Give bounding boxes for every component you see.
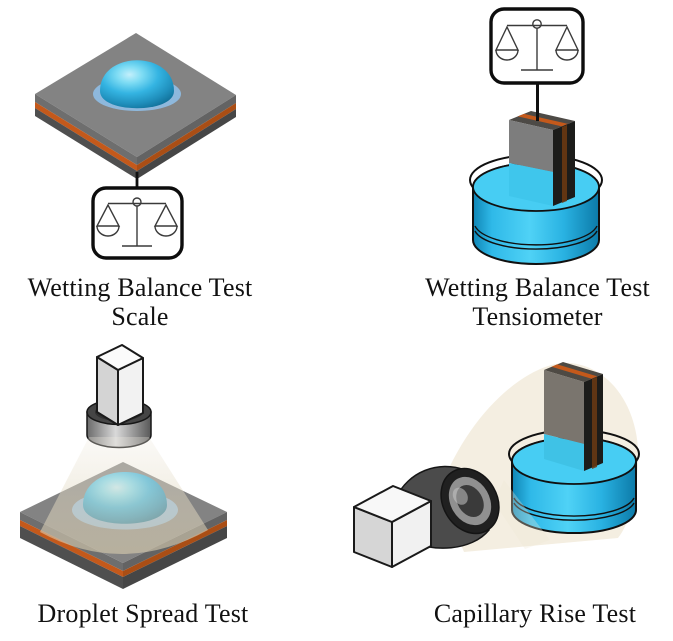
substrate-right-side — [137, 95, 236, 165]
caption-sublabel: Tensiometer — [472, 302, 603, 331]
lens-face — [440, 467, 500, 535]
balance-scale-icon — [489, 7, 585, 85]
droplet-dome — [100, 60, 174, 109]
wetting-balance-tensiometer-illustration — [469, 7, 603, 265]
caption-wetting-balance-scale: Wetting Balance Test Scale — [0, 273, 280, 331]
camera-body-top — [96, 344, 144, 371]
solder-droplet — [93, 60, 181, 111]
scale-right-pan — [153, 203, 179, 227]
solder-stripe-left — [35, 102, 137, 171]
balance-scale-icon — [91, 186, 184, 260]
caption-label: Wetting Balance Test — [27, 273, 253, 302]
plate-solder-stripe — [517, 113, 568, 127]
plate-front-face — [544, 370, 584, 444]
scale-left-pan — [95, 203, 121, 227]
scale-right-pan — [554, 25, 580, 51]
caption-label: Droplet Spread Test — [37, 599, 249, 628]
solder-stripe-right — [123, 520, 227, 577]
scale-left-pan — [494, 25, 520, 51]
wetting-balance-scale-illustration — [35, 33, 236, 260]
plate-submerged — [544, 434, 584, 471]
wetting-plate — [544, 362, 603, 471]
capillary-rise-illustration — [353, 362, 640, 568]
droplet-spread-illustration — [20, 344, 227, 589]
substrate-left-side — [35, 94, 137, 165]
wetting-plate — [509, 111, 575, 206]
light-cone-overlay — [494, 480, 550, 549]
caption-sublabel: Scale — [111, 302, 169, 331]
camera — [353, 465, 500, 568]
caption-droplet-spread: Droplet Spread Test — [2, 599, 284, 628]
plate-front-face — [509, 120, 553, 172]
camera — [86, 344, 152, 449]
plate-submerged — [509, 163, 553, 206]
caption-label: Capillary Rise Test — [433, 599, 637, 628]
camera-body-top — [353, 485, 432, 523]
caption-capillary-rise: Capillary Rise Test — [394, 599, 673, 628]
caption-wetting-balance-tensiometer: Wetting Balance Test Tensiometer — [386, 273, 673, 331]
liquid-container — [508, 429, 640, 534]
solder-stripe-right — [137, 103, 236, 171]
light-cone — [40, 437, 208, 555]
plate-solder-stripe — [551, 364, 598, 379]
caption-label: Wetting Balance Test — [425, 273, 650, 302]
